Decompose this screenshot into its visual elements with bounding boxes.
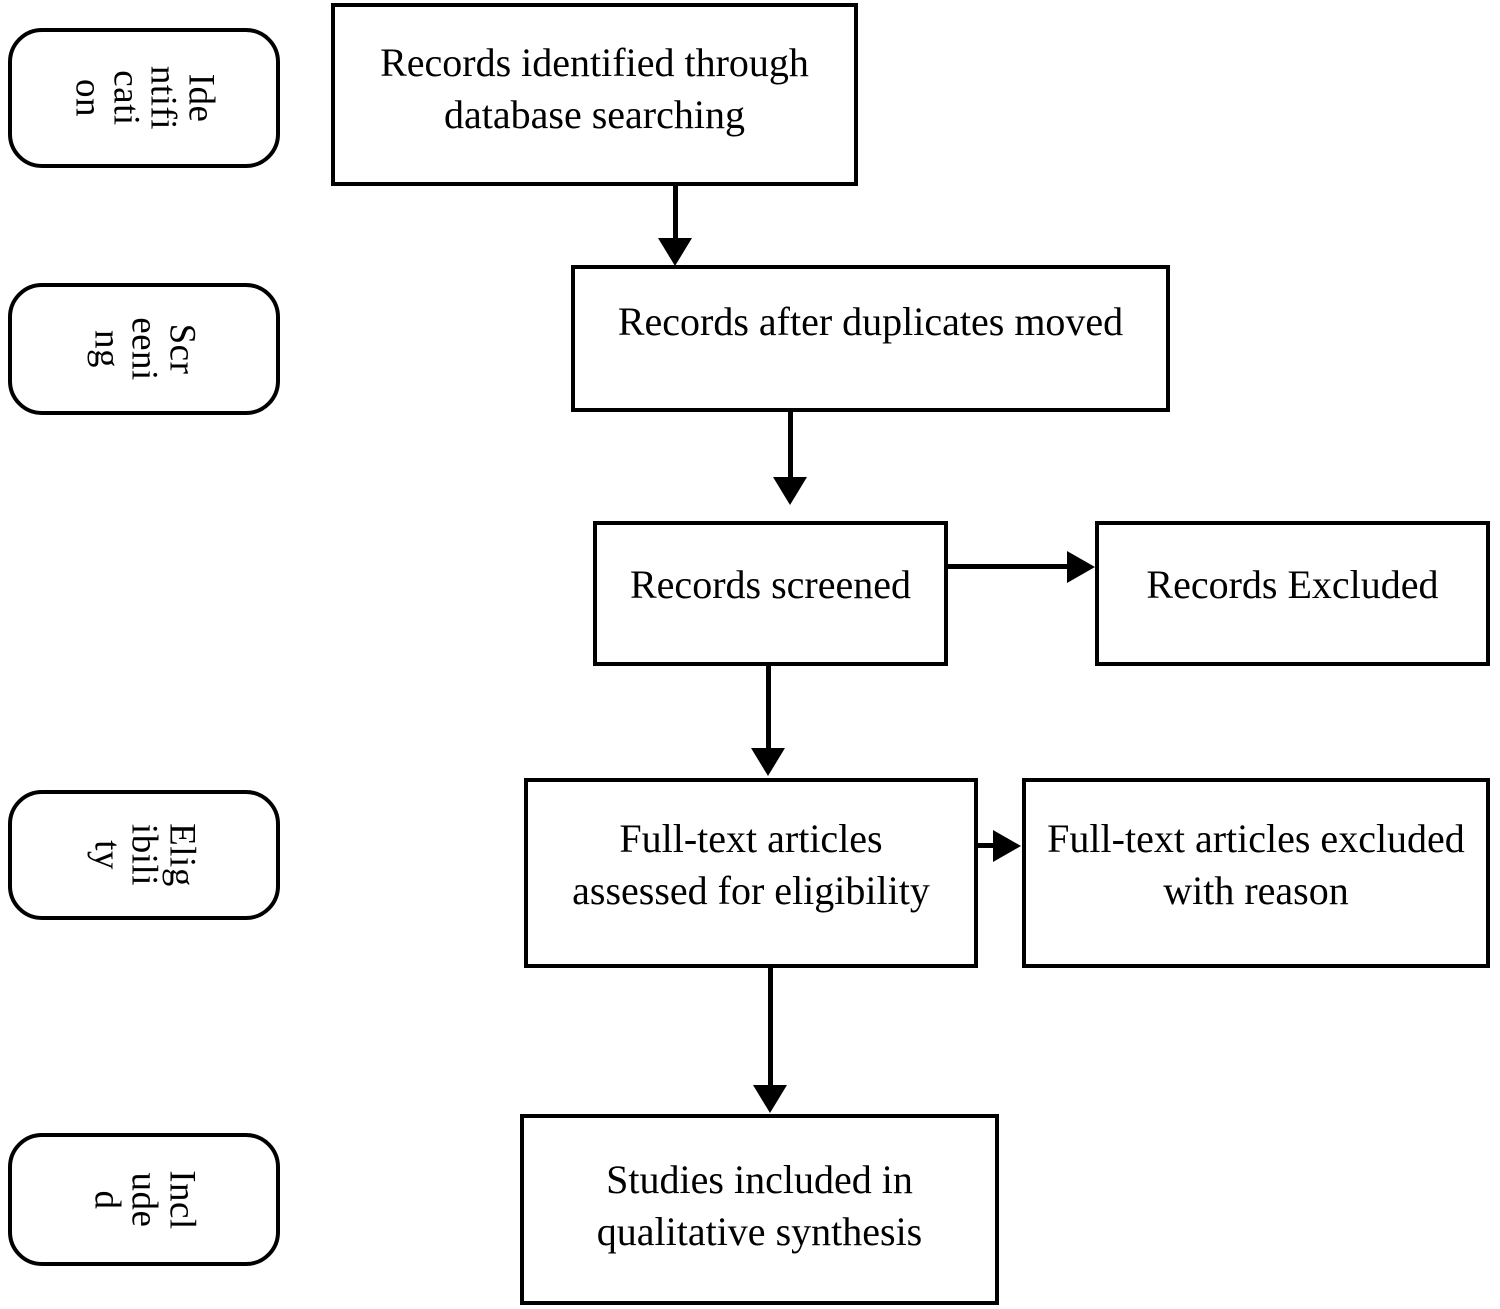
box-text-line: with reason: [1163, 868, 1349, 913]
box-records-excluded-text: Records Excluded: [1099, 559, 1486, 611]
stage-label-screening-text: Scr eeni ng: [86, 317, 203, 381]
connector-fulltext-to-included: [768, 968, 773, 1086]
box-fulltext-excluded-text: Full-text articles excluded with reason: [1026, 813, 1486, 917]
stage-label-line: ng: [86, 330, 128, 368]
stage-label-screening: Scr eeni ng: [8, 283, 280, 415]
box-text-line: Records identified through: [380, 40, 809, 85]
box-text-line: database searching: [444, 92, 745, 137]
stage-label-line: ude: [123, 1172, 165, 1227]
box-text-line: Records screened: [630, 562, 911, 607]
stage-label-line: Incl: [161, 1169, 203, 1230]
arrowhead-identified-to-deduped: [658, 238, 692, 266]
box-records-identified: Records identified through database sear…: [331, 3, 858, 186]
box-text-line: assessed for eligibility: [572, 868, 930, 913]
arrowhead-screened-to-excluded: [1067, 551, 1095, 583]
box-text-line: qualitative synthesis: [596, 1209, 923, 1254]
box-text-line: Full-text articles excluded: [1047, 816, 1465, 861]
box-text-line: Full-text articles: [619, 816, 883, 861]
arrowhead-fulltext-to-excluded: [993, 830, 1021, 862]
box-fulltext-excluded: Full-text articles excluded with reason: [1022, 778, 1490, 968]
stage-label-line: ibili: [123, 823, 165, 887]
stage-label-line: cati: [105, 70, 146, 126]
stage-label-line: ntifi: [142, 65, 184, 131]
stage-label-line: Ide: [180, 73, 222, 123]
stage-label-included: Incl ude d: [8, 1133, 280, 1266]
connector-fulltext-to-excluded: [978, 843, 996, 848]
box-records-excluded: Records Excluded: [1095, 521, 1490, 666]
connector-identified-to-deduped: [673, 186, 678, 242]
stage-label-line: Scr: [161, 323, 203, 375]
connector-screened-to-fulltext: [766, 666, 771, 750]
stage-label-included-text: Incl ude d: [86, 1169, 203, 1230]
box-text-line: Records after duplicates moved: [617, 299, 1124, 344]
stage-label-line: eeni: [123, 317, 165, 381]
stage-label-line: Elig: [161, 823, 203, 887]
box-studies-included-text: Studies included in qualitative synthesi…: [524, 1154, 995, 1258]
box-text-line: Records Excluded: [1146, 562, 1439, 607]
stage-label-line: d: [86, 1190, 128, 1209]
box-records-deduped: Records after duplicates moved: [571, 265, 1170, 412]
box-records-screened-text: Records screened: [597, 559, 944, 611]
stage-label-line: ty: [86, 840, 128, 870]
box-records-screened: Records screened: [593, 521, 948, 666]
box-fulltext-assessed-text: Full-text articles assessed for eligibil…: [528, 813, 974, 917]
box-fulltext-assessed: Full-text articles assessed for eligibil…: [524, 778, 978, 968]
stage-label-identification-text: Ide ntifi cati on: [67, 65, 222, 131]
arrowhead-screened-to-fulltext: [751, 748, 785, 776]
box-studies-included: Studies included in qualitative synthesi…: [520, 1114, 999, 1305]
stage-label-identification: Ide ntifi cati on: [8, 28, 280, 168]
stage-label-eligibility-text: Elig ibili ty: [86, 823, 203, 887]
arrowhead-fulltext-to-included: [753, 1085, 787, 1113]
box-text-line: Studies included in: [606, 1157, 913, 1202]
box-records-identified-text: Records identified through database sear…: [335, 37, 854, 141]
arrowhead-deduped-to-screened: [773, 477, 807, 505]
stage-label-line: on: [67, 78, 109, 117]
stage-label-eligibility: Elig ibili ty: [8, 790, 280, 920]
connector-deduped-to-screened: [788, 412, 793, 480]
connector-screened-to-excluded: [948, 564, 1070, 569]
box-records-deduped-text: Records after duplicates moved: [575, 296, 1166, 348]
